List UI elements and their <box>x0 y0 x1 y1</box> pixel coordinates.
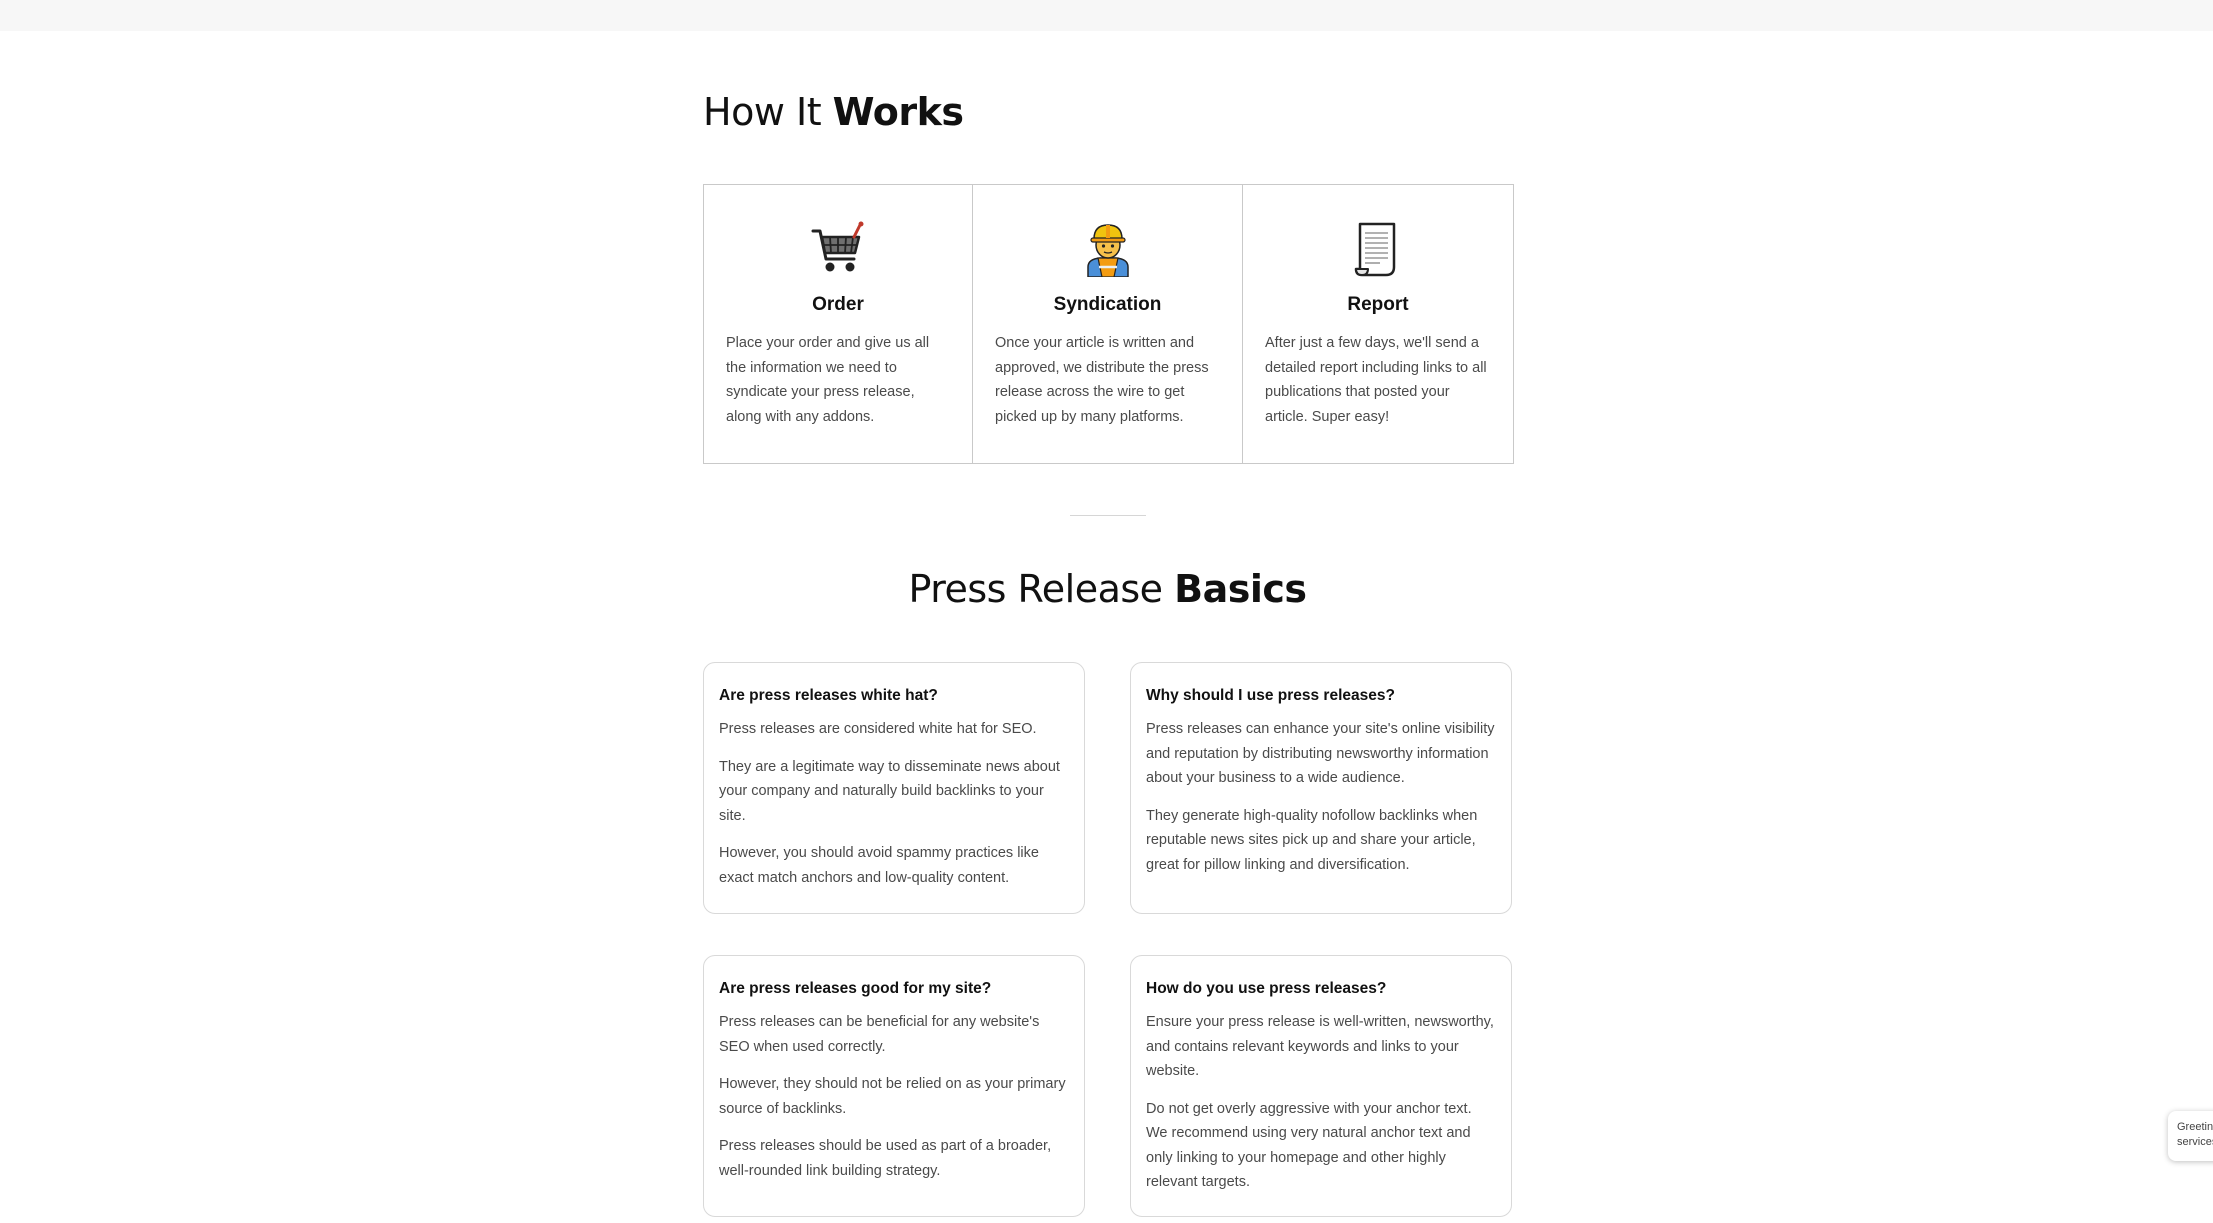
step-syndication: Syndication Once your article is written… <box>973 185 1243 463</box>
section-divider <box>1070 515 1146 516</box>
how-it-works-steps: Order Place your order and give us all t… <box>703 184 1514 464</box>
faq-answer: They generate high-quality nofollow back… <box>1146 807 1478 873</box>
document-icon <box>1354 222 1396 277</box>
faq-answer: However, they should not be relied on as… <box>719 1076 1066 1117</box>
faq-answer: They are a legitimate way to disseminate… <box>719 758 1060 824</box>
chat-widget-popup[interactable]: Greetings services! <box>2168 1111 2213 1161</box>
faq-question: Are press releases white hat? <box>719 687 938 704</box>
step-order: Order Place your order and give us all t… <box>704 185 973 463</box>
faq-card-why-use: Why should I use press releases? Press r… <box>1130 662 1512 914</box>
faq-answer: Do not get overly aggressive with your a… <box>1146 1100 1472 1191</box>
step-description: Place your order and give us all the inf… <box>726 335 930 425</box>
top-bar <box>0 0 2213 31</box>
chat-greeting-line: Greetings <box>2177 1121 2213 1133</box>
faq-question: Why should I use press releases? <box>1146 687 1395 704</box>
faq-question: Are press releases good for my site? <box>719 980 992 997</box>
step-description: Once your article is written and approve… <box>995 335 1209 425</box>
faq-answer: Ensure your press release is well-writte… <box>1146 1014 1494 1079</box>
faq-card-white-hat: Are press releases white hat? Press rele… <box>703 662 1085 914</box>
construction-worker-icon <box>1086 224 1129 277</box>
faq-answer: Press releases are considered white hat … <box>719 721 1037 737</box>
faq-answer: Press releases can be beneficial for any… <box>719 1014 1040 1055</box>
faq-answer: Press releases should be used as part of… <box>719 1138 1052 1179</box>
step-title: Report <box>1347 294 1409 315</box>
step-title: Syndication <box>1053 294 1162 315</box>
faq-card-good-for-site: Are press releases good for my site? Pre… <box>703 955 1085 1217</box>
step-title: Order <box>812 294 864 315</box>
step-description: After just a few days, we'll send a deta… <box>1265 335 1487 425</box>
chat-greeting-line: services! <box>2177 1136 2213 1148</box>
shopping-cart-icon <box>811 221 864 272</box>
how-it-works-title: How It Works <box>703 90 964 134</box>
faq-answer: Press releases can enhance your site's o… <box>1146 721 1495 786</box>
press-release-basics-title: Press Release Basics <box>908 567 1307 611</box>
faq-answer: However, you should avoid spammy practic… <box>719 845 1039 886</box>
faq-question: How do you use press releases? <box>1146 980 1387 997</box>
step-report: Report After just a few days, we'll send… <box>1243 185 1513 463</box>
faq-card-how-to-use: How do you use press releases? Ensure yo… <box>1130 955 1512 1217</box>
